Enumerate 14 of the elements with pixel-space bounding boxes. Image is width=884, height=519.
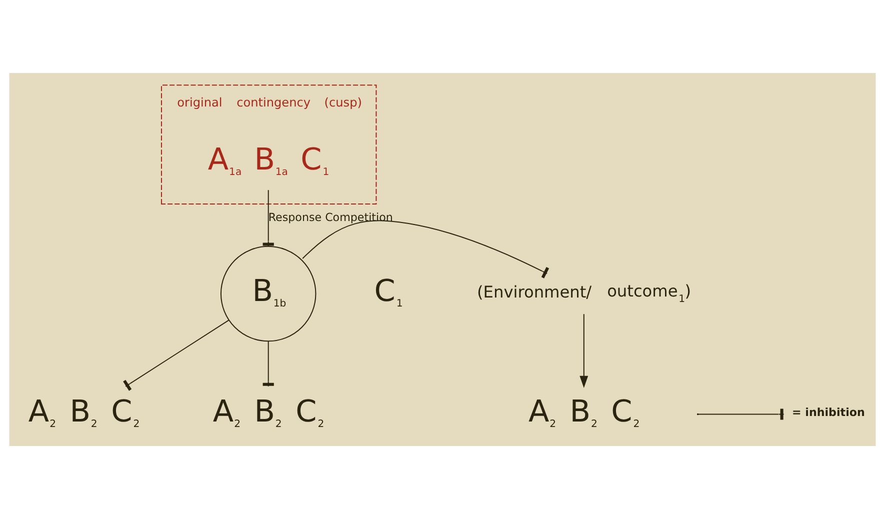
connector bbox=[302, 220, 549, 278]
node-text: A$_{2}$ B$_{2}$ C$_{2}$ bbox=[28, 394, 140, 430]
connector bbox=[262, 190, 274, 246]
legend-label: = inhibition bbox=[792, 406, 864, 420]
node-text: A$_{2}$ B$_{2}$ C$_{2}$ bbox=[212, 394, 324, 430]
node-text: A$_{2}$ B$_{2}$ C$_{2}$ bbox=[528, 394, 640, 430]
node-label: C$_{1}$ bbox=[374, 274, 402, 310]
connector bbox=[262, 341, 274, 386]
edge-label: Response Competition bbox=[268, 210, 392, 224]
node-text: (Environment/ outcome$_{1}$) bbox=[476, 282, 690, 306]
arrow bbox=[579, 314, 588, 388]
node-circle: B$_{1b}$ bbox=[220, 246, 316, 342]
node-text: A$_{1a}$ B$_{1a}$ C$_{1}$ bbox=[207, 142, 329, 178]
connector bbox=[122, 320, 229, 391]
